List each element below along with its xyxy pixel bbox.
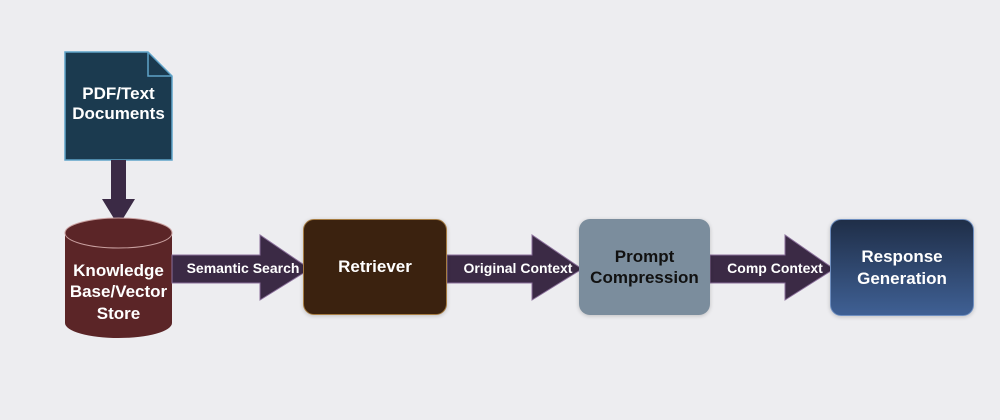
knowledge-base-label-line: Knowledge	[73, 261, 164, 280]
comp-context-label: Comp Context	[727, 260, 823, 276]
documents-label-line: PDF/Text	[82, 84, 155, 103]
semantic-search-label: Semantic Search	[186, 260, 300, 276]
document-fold	[147, 52, 172, 77]
documents-label-line: Documents	[72, 104, 165, 124]
down-arrow	[102, 160, 135, 226]
retriever-label: Retriever	[338, 257, 412, 277]
retriever-node: Retriever	[303, 219, 447, 315]
knowledge-base-label-line: Base/Vector	[69, 282, 168, 302]
prompt-compression-label-line: Compression	[590, 268, 699, 287]
original-context-arrow	[446, 234, 583, 301]
response-generation-label-line: Response	[861, 247, 943, 267]
response-generation-node: Response Generation	[830, 219, 974, 316]
prompt-compression-node: Prompt Compression	[579, 219, 710, 315]
semantic-search-arrow	[171, 234, 311, 301]
documents-label: PDF/Text Documents	[65, 84, 172, 125]
knowledge-base-label: Knowledge Base/Vector Store	[62, 260, 175, 324]
response-generation-label-line: Generation	[857, 268, 947, 288]
database-cylinder	[64, 217, 173, 339]
knowledge-base-label-line: Store	[96, 303, 141, 323]
document-shape	[64, 51, 173, 161]
original-context-label: Original Context	[463, 260, 573, 276]
prompt-compression-label-line: Prompt	[614, 246, 675, 266]
comp-context-arrow	[709, 234, 835, 301]
